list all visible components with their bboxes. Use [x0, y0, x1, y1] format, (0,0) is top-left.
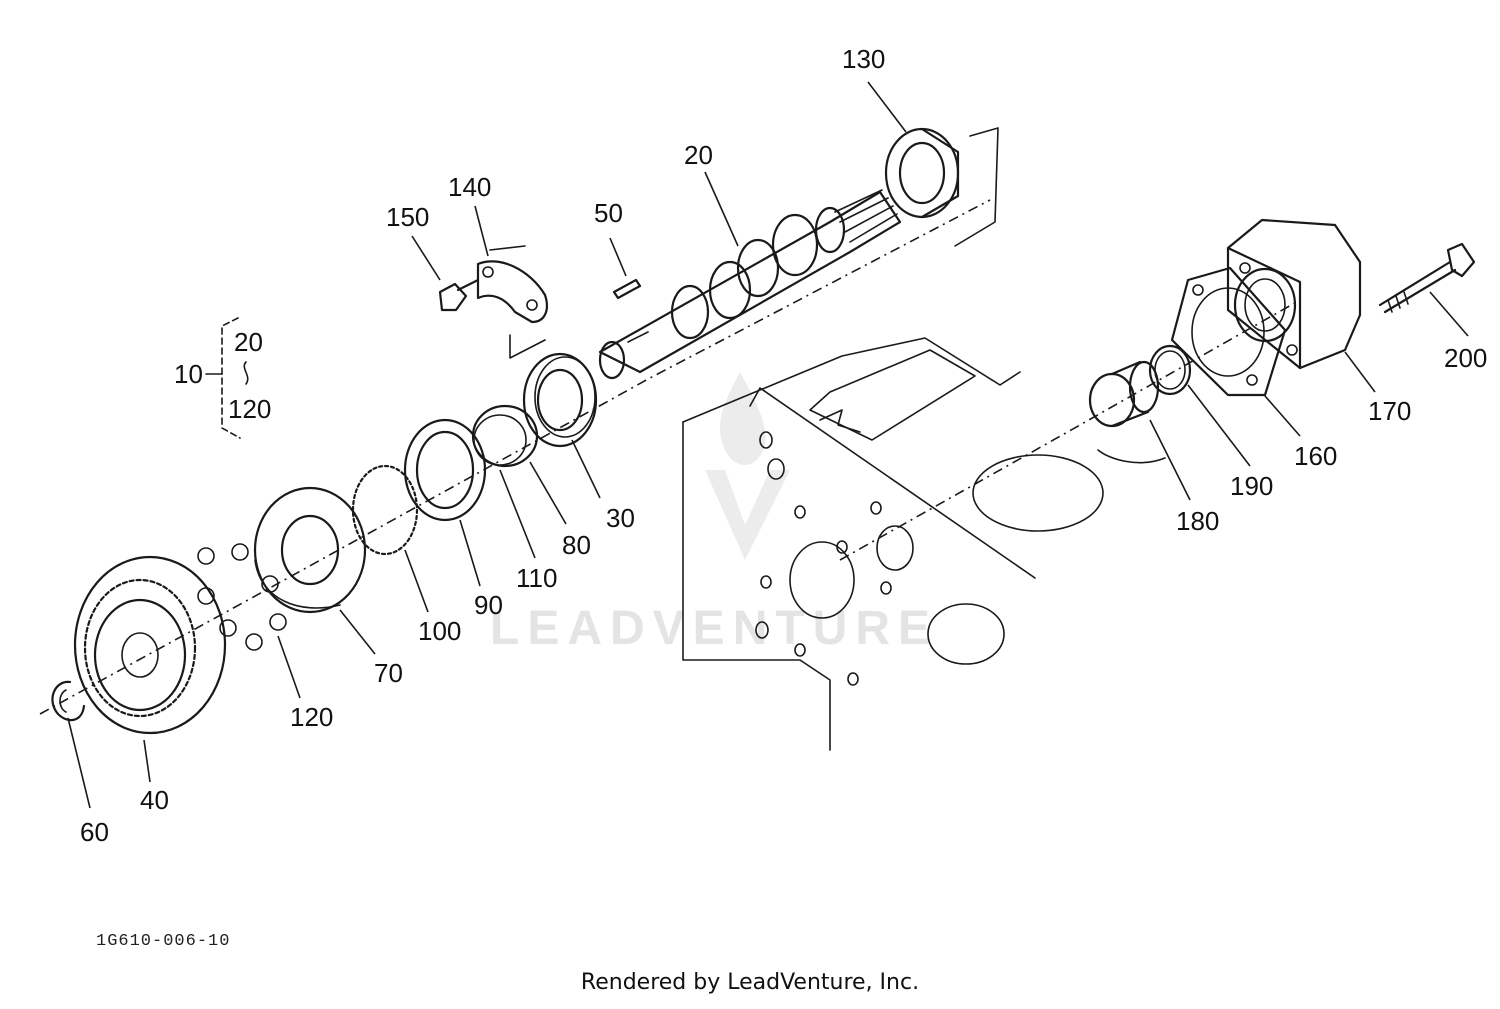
callout-90: 90 [474, 590, 503, 620]
callout-200: 200 [1444, 343, 1487, 373]
callout-170: 170 [1368, 396, 1411, 426]
callout-130: 130 [842, 44, 885, 74]
callout-labels: 130 20 50 140 150 20 10 120 30 80 110 90… [80, 44, 1487, 847]
callout-110: 110 [516, 563, 557, 593]
retainer-bolt [438, 278, 480, 312]
thrust-ring [403, 418, 487, 522]
assembly-bracket [205, 317, 249, 439]
callout-bracket-120: 120 [228, 394, 271, 424]
callout-40: 40 [140, 785, 169, 815]
callout-bracket-20: 20 [234, 327, 263, 357]
snap-ring [471, 404, 539, 468]
gear-case-housing [682, 337, 1166, 751]
woodruff-key [612, 278, 642, 300]
callout-160: 160 [1294, 441, 1337, 471]
watermark-text: LEADVENTURE [490, 602, 938, 655]
callout-190: 190 [1230, 471, 1273, 501]
callout-30: 30 [606, 503, 635, 533]
cam-gear [73, 555, 227, 735]
callout-70: 70 [374, 658, 403, 688]
pump-bolt [1378, 242, 1476, 314]
render-credit: Rendered by LeadVenture, Inc. [580, 970, 920, 995]
ball-bearing-rear [884, 127, 999, 247]
callout-leaders [67, 81, 1469, 809]
hydraulic-pump [1226, 218, 1362, 370]
callout-50: 50 [594, 198, 623, 228]
circlip [51, 680, 86, 722]
o-ring [1148, 344, 1192, 396]
callout-100: 100 [418, 616, 461, 646]
callout-150: 150 [386, 202, 429, 232]
ball-race [351, 464, 419, 556]
watermark: LEADVENTURE [490, 372, 938, 655]
governor-plate [253, 486, 367, 614]
callout-180: 180 [1176, 506, 1219, 536]
bearing-retainer [476, 245, 549, 359]
callout-20: 20 [684, 140, 713, 170]
callout-10: 10 [174, 359, 203, 389]
ball-bearing-front [522, 352, 598, 448]
callout-60: 60 [80, 817, 109, 847]
pump-axis-line [839, 299, 1301, 561]
collar [1088, 360, 1160, 428]
callout-120: 120 [290, 702, 333, 732]
camshaft [598, 189, 902, 380]
center-axis-line [39, 199, 991, 715]
callout-80: 80 [562, 530, 591, 560]
drawing-code: 1G610-006-10 [96, 932, 231, 951]
callout-140: 140 [448, 172, 491, 202]
